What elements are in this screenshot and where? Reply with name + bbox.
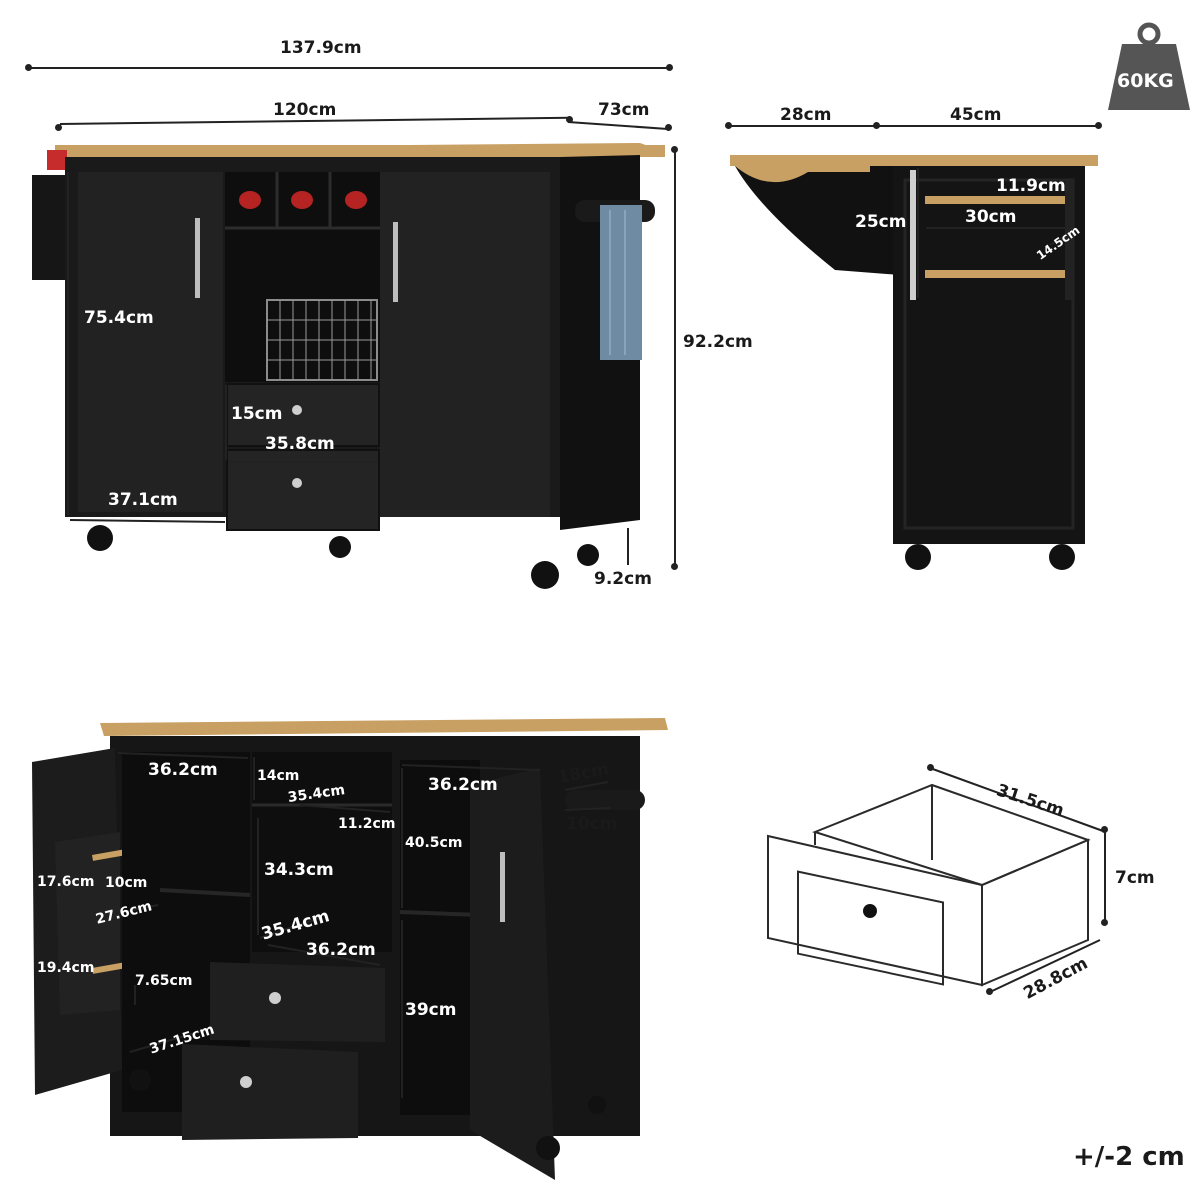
drawer-knob [863,904,877,918]
drawer-width-label: 35.8cm [265,434,335,454]
body-height-label: 75.4cm [84,308,154,328]
rack-depth-label: 25cm [855,212,907,232]
left-cabinet-width-label: 36.2cm [148,760,218,780]
tolerance-note: +/-2 cm [1073,1142,1185,1172]
upper-shelf-height-label: 17.6cm [37,874,95,890]
depth-label: 73cm [598,100,650,120]
weight-capacity: 60KG [1117,70,1174,92]
lower-shelf-height-label: 19.4cm [37,960,95,976]
right-cabinet-width-label: 36.2cm [428,775,498,795]
drawer-height-label-2: 7cm [1115,868,1155,888]
center-shelf-height-label: 34.3cm [264,860,334,880]
drawer-height-label: 15cm [231,404,283,424]
wheel-height-label: 9.2cm [594,569,652,589]
right-upper-height-label: 40.5cm [405,835,463,851]
side-width-line [728,125,1100,127]
height-line [674,150,676,568]
drawer-line-art [767,783,1091,987]
leaf-width-label: 28cm [780,105,832,125]
center-shelf-width-label: 36.2cm [306,940,376,960]
weight-badge: 60KG [1108,22,1190,112]
spice-rack-gap-label: 7.65cm [135,973,193,989]
rack-gap-label: 11.9cm [996,176,1066,196]
door-width-label: 37.1cm [108,490,178,510]
right-lower-height-label: 39cm [405,1000,457,1020]
side-depth-label: 45cm [950,105,1002,125]
open-view-cart [32,718,668,1180]
weight-icon [1108,22,1190,110]
spice-rack-depth-label: 10cm [105,875,148,891]
cubby-depth-label: 11.2cm [338,816,396,832]
front-view-cart [32,143,665,589]
overall-width-line [28,67,670,69]
top-width-label: 120cm [273,100,337,120]
cubby-height-label: 14cm [257,768,300,784]
height-label: 92.2cm [683,332,753,352]
side-view-cart [730,155,1098,570]
rack-width-label: 30cm [965,207,1017,227]
overall-width-label: 137.9cm [280,38,362,58]
towel-rack-depth-label: 10cm [566,814,618,834]
